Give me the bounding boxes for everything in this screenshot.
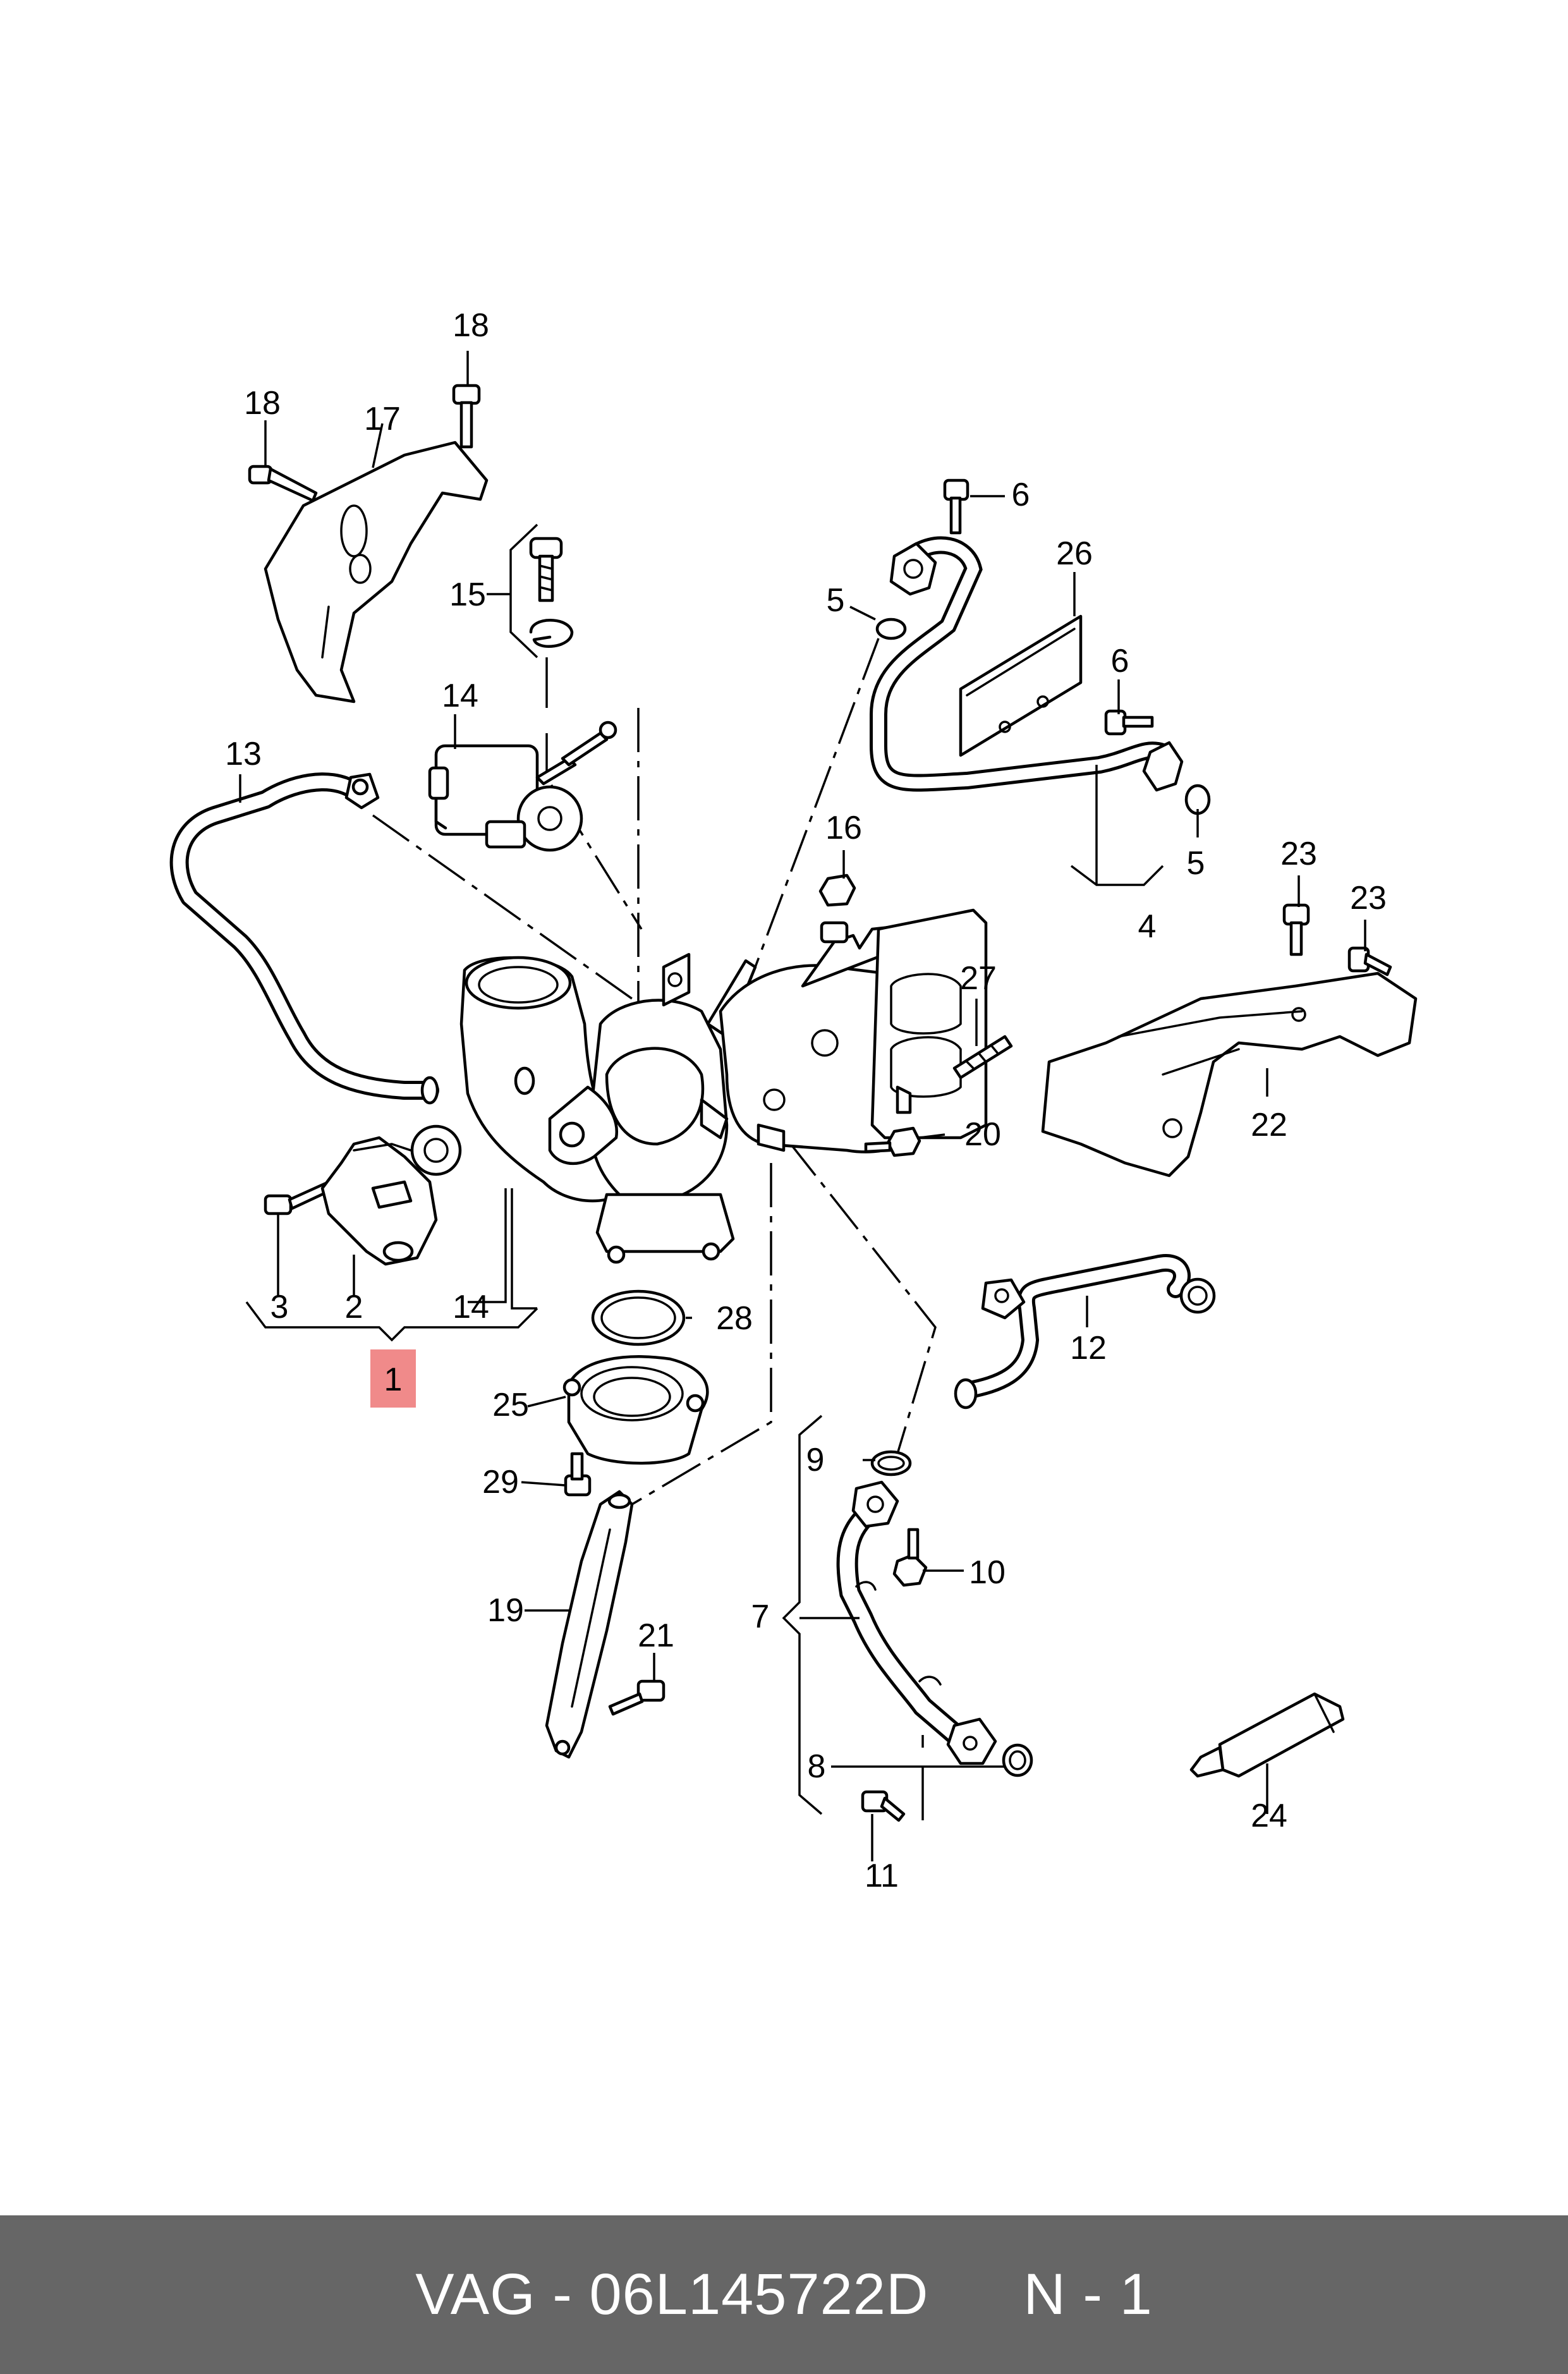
callout-28: 27 [960, 960, 997, 997]
stud-28[interactable] [952, 1035, 1013, 1080]
bolt-23-right[interactable] [1347, 946, 1392, 977]
screw-15[interactable] [529, 537, 563, 602]
callout-16: 16 [825, 810, 862, 846]
bolt-18-top[interactable] [452, 384, 481, 449]
callout-6-right: 6 [1111, 643, 1129, 679]
seal-ring-8[interactable] [1002, 1743, 1033, 1777]
callout-24: 24 [1251, 1798, 1287, 1834]
turbocharger-main[interactable] [548, 908, 988, 1264]
flange-25[interactable] [562, 1355, 709, 1465]
callout-23-top: 23 [1280, 836, 1317, 872]
heat-shield-22[interactable] [1041, 971, 1418, 1178]
bracket-19[interactable] [545, 1490, 634, 1759]
callout-5-right: 5 [1187, 845, 1205, 882]
diagram-reference: N - 1 [1023, 2262, 1153, 2327]
brand-part-number: VAG - 06L145722D [415, 2262, 929, 2327]
seal-ring-5-top[interactable] [875, 618, 907, 640]
callout-10: 10 [969, 1554, 1006, 1591]
callout-13: 13 [225, 736, 262, 772]
bolt-21[interactable] [608, 1679, 665, 1716]
heat-sleeve-27[interactable] [959, 614, 1083, 757]
leader-lines [239, 351, 1366, 1861]
clip-15[interactable] [529, 619, 574, 648]
valve-2[interactable] [320, 1124, 462, 1266]
callout-11: 11 [865, 1858, 899, 1894]
callout-8: 8 [808, 1748, 826, 1785]
bolt-10[interactable] [892, 1528, 928, 1587]
bolt-11[interactable] [861, 1790, 906, 1822]
callout-22: 22 [1251, 1107, 1287, 1143]
banjo-bolt-6-top[interactable] [943, 478, 969, 535]
bolt-23-top[interactable] [1282, 903, 1310, 956]
callout-5-top: 5 [827, 582, 845, 619]
callout-2: 2 [345, 1289, 363, 1325]
callout-20: 20 [964, 1116, 1001, 1153]
callout-6-top: 6 [1012, 477, 1030, 513]
heat-shield-17[interactable] [264, 441, 489, 703]
callout-15: 15 [449, 576, 486, 613]
banjo-bolt-6-right[interactable] [1104, 709, 1154, 736]
callout-14-elbow: 14 [453, 1289, 489, 1325]
callout-18-left: 18 [244, 385, 281, 422]
callout-19: 19 [487, 1592, 524, 1629]
gasket-ring-26[interactable] [591, 1289, 686, 1346]
bolt-29[interactable] [564, 1452, 592, 1497]
callout-29: 29 [482, 1464, 519, 1500]
oil-return-pipe-12[interactable] [954, 1254, 1216, 1409]
callout-3: 3 [270, 1289, 289, 1325]
callout-labels: 18 18 17 15 14 13 6 5 26 6 5 4 16 23 23 … [225, 307, 1387, 1894]
oil-feed-line-4[interactable] [870, 536, 1184, 792]
oil-return-line-7[interactable] [836, 1480, 997, 1765]
nut-16[interactable] [818, 874, 856, 907]
callout-17: 17 [364, 401, 401, 437]
part-number-footer: VAG - 06L145722D N - 1 [0, 2215, 1568, 2374]
coolant-pipe-13[interactable] [169, 772, 439, 1105]
seal-ring-9[interactable] [870, 1450, 912, 1476]
callout-18-top: 18 [453, 307, 489, 344]
callout-12: 12 [1070, 1330, 1107, 1367]
callout-7: 7 [751, 1598, 770, 1635]
callout-23-right: 23 [1350, 880, 1387, 916]
exploded-parts-diagram: 18 18 17 15 14 13 6 5 26 6 5 4 16 23 23 … [169, 307, 1418, 1894]
callout-27: 26 [1056, 535, 1093, 572]
callout-1: 1 [384, 1361, 403, 1398]
callout-25: 25 [492, 1387, 529, 1423]
highlight-box [370, 1349, 416, 1408]
callout-4: 4 [1138, 908, 1157, 945]
bolt-18-left[interactable] [248, 465, 318, 502]
bolt-20[interactable] [864, 1126, 921, 1157]
callout-26: 28 [716, 1300, 753, 1337]
sealant-tube-24[interactable] [1189, 1692, 1345, 1778]
actuator-14[interactable] [428, 721, 617, 852]
callout-9: 9 [806, 1442, 825, 1478]
callout-14-actuator: 14 [442, 678, 478, 714]
callout-21: 21 [638, 1617, 674, 1654]
